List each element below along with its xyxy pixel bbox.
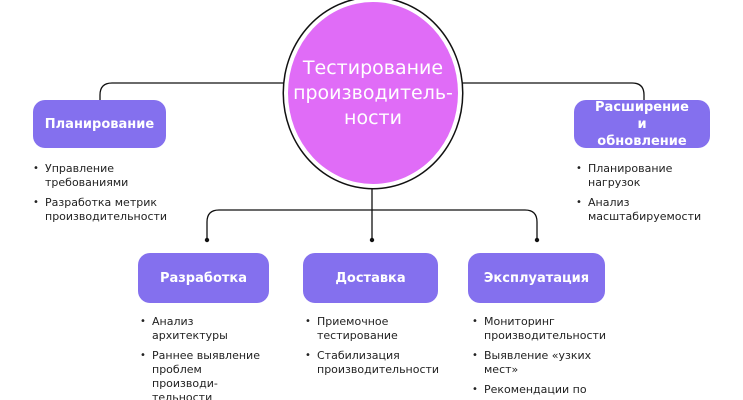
node-operation-list: Мониторинг производительности Выявление … [472,315,622,400]
center-title-line: производитель- [293,81,453,104]
list-item: Мониторинг производительности [472,315,622,343]
node-expansion: Расширение и обновление [574,100,710,149]
node-development-list: Анализ архитектуры Раннее выявление проб… [140,315,265,400]
center-title-line: ности [344,106,402,129]
node-operation: Эксплуатация [468,253,605,303]
list-item: Раннее выявление проблем производи-тельн… [140,349,265,400]
node-delivery-list: Приемочное тестирование Стабилизация про… [305,315,445,383]
list-item: Планирование нагрузок [576,162,716,190]
list-item: Анализ масштабируемости [576,196,716,224]
node-expansion-list: Планирование нагрузок Анализ масштабируе… [576,162,716,230]
center-title-line: Тестирование [302,56,444,79]
node-delivery: Доставка [303,253,438,303]
connector-dot [534,237,540,243]
node-planning-list: Управление требованиями Разработка метри… [33,162,183,230]
list-item: Управление требованиями [33,162,183,190]
connector-right [455,82,645,127]
connector-dot [204,237,210,243]
node-development: Разработка [138,253,269,303]
list-item: Разработка метрик производительности [33,196,183,224]
connector-left [99,82,290,127]
list-item: Стабилизация производительности [305,349,445,377]
node-planning: Планирование [33,100,166,148]
list-item: Анализ архитектуры [140,315,265,343]
connector-bottom [206,209,538,238]
list-item: Рекомендации по улучшению [472,383,622,400]
list-item: Приемочное тестирование [305,315,445,343]
center-node: Тестирование производитель- ности [288,2,458,184]
connector-dot [369,237,375,243]
list-item: Выявление «узких мест» [472,349,622,377]
